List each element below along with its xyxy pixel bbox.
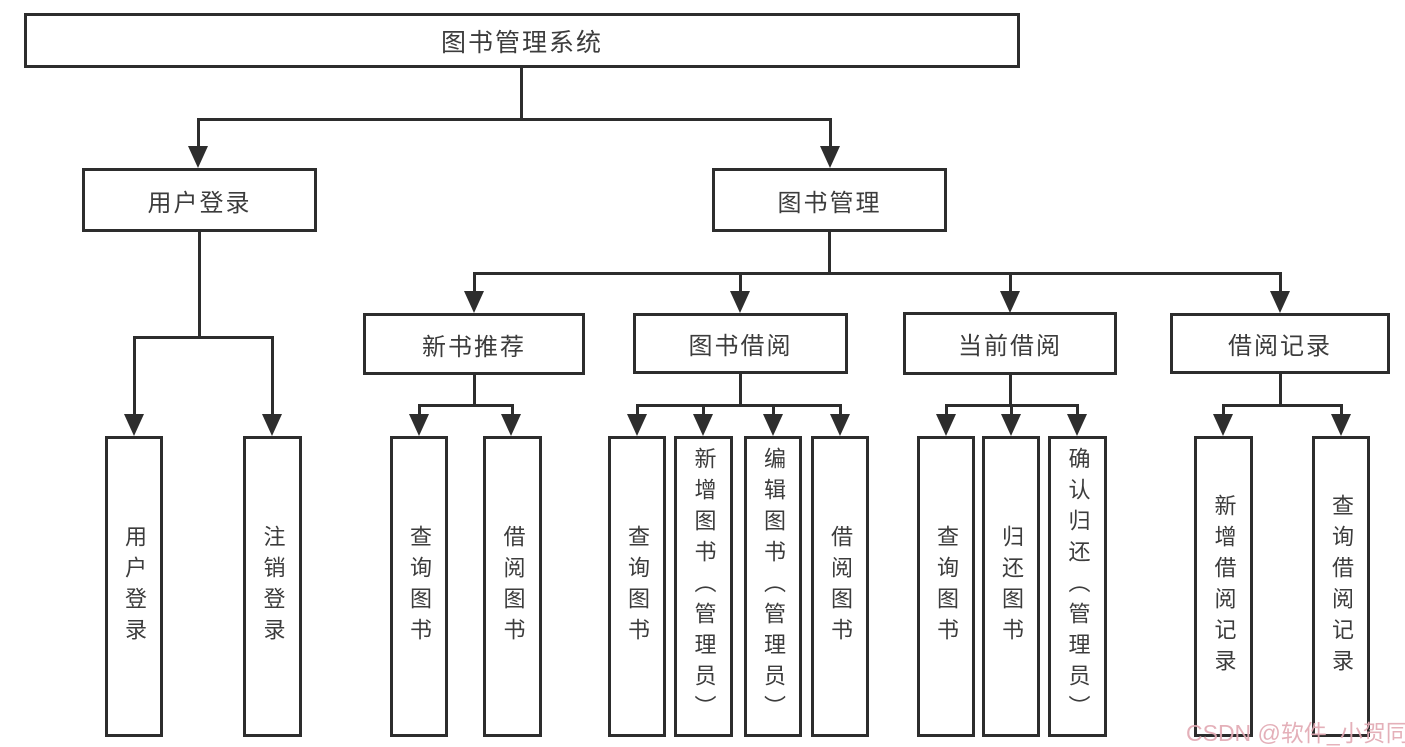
arrow-down-icon — [409, 414, 429, 436]
connector-line — [1009, 272, 1012, 293]
leaf-borrowing-query-books: 查询图书 — [608, 436, 666, 737]
arrow-down-icon — [627, 414, 647, 436]
connector-line — [520, 68, 523, 118]
leaf-add-books-admin-label: 新增图书（管理员） — [691, 447, 717, 726]
leaf-borrowing-query-books-label: 查询图书 — [625, 524, 650, 649]
arrow-down-icon — [936, 414, 956, 436]
connector-line — [271, 336, 274, 416]
connector-line — [636, 404, 842, 407]
connector-line — [772, 404, 775, 416]
node-user-login: 用户登录 — [82, 168, 317, 232]
connector-line — [636, 404, 639, 416]
connector-line — [473, 272, 1282, 275]
arrow-down-icon — [464, 291, 484, 313]
leaf-logout: 注销登录 — [243, 436, 302, 737]
connector-line — [473, 375, 476, 406]
arrow-down-icon — [693, 414, 713, 436]
connector-line — [739, 272, 742, 293]
arrow-down-icon — [730, 291, 750, 313]
node-borrow-records-label: 借阅记录 — [1228, 333, 1332, 360]
leaf-recommend-borrow-books-label: 借阅图书 — [500, 524, 526, 649]
leaf-confirm-return-admin: 确认归还（管理员） — [1048, 436, 1107, 737]
leaf-recommend-query-books: 查询图书 — [390, 436, 448, 737]
connector-line — [829, 118, 832, 148]
leaf-recommend-query-books-label: 查询图书 — [407, 524, 432, 649]
node-new-book-recommend-label: 新书推荐 — [422, 333, 526, 361]
leaf-edit-books-admin-label: 编辑图书（管理员） — [761, 447, 786, 726]
leaf-edit-books-admin: 编辑图书（管理员） — [744, 436, 802, 737]
node-book-management-label: 图书管理 — [777, 189, 882, 217]
leaf-borrowing-borrow-books-label: 借阅图书 — [828, 524, 853, 649]
node-root-label: 图书管理系统 — [440, 28, 603, 57]
arrow-down-icon — [188, 146, 208, 168]
leaf-user-login-label: 用户登录 — [122, 524, 147, 649]
arrow-down-icon — [820, 146, 840, 168]
connector-line — [133, 336, 136, 416]
node-root: 图书管理系统 — [24, 13, 1020, 68]
node-book-borrowing-label: 图书借阅 — [688, 333, 793, 360]
connector-line — [473, 272, 476, 293]
node-book-management: 图书管理 — [712, 168, 947, 232]
connector-line — [945, 404, 1079, 407]
node-book-borrowing: 图书借阅 — [633, 313, 848, 374]
arrow-down-icon — [1331, 414, 1351, 436]
arrow-down-icon — [1001, 414, 1021, 436]
leaf-recommend-borrow-books: 借阅图书 — [483, 436, 542, 737]
connector-line — [702, 404, 705, 416]
arrow-down-icon — [1213, 414, 1233, 436]
arrow-down-icon — [1270, 291, 1290, 313]
leaf-add-borrow-record: 新增借阅记录 — [1194, 436, 1253, 737]
connector-line — [418, 404, 514, 407]
leaf-current-query-books-label: 查询图书 — [934, 524, 959, 649]
connector-line — [739, 374, 742, 406]
node-user-login-label: 用户登录 — [147, 189, 252, 217]
connector-line — [1279, 374, 1282, 406]
connector-line — [133, 336, 274, 339]
arrow-down-icon — [262, 414, 282, 436]
connector-line — [1222, 404, 1343, 407]
connector-line — [839, 404, 842, 416]
connector-line — [197, 118, 200, 148]
leaf-return-books: 归还图书 — [982, 436, 1040, 737]
watermark: CSDN @软件_小贺同学 — [1186, 720, 1405, 746]
node-current-borrowing: 当前借阅 — [903, 312, 1117, 375]
connector-line — [1279, 272, 1282, 293]
arrow-down-icon — [1067, 414, 1087, 436]
connector-line — [1010, 404, 1013, 416]
connector-line — [1222, 404, 1225, 416]
connector-line — [1076, 404, 1079, 416]
arrow-down-icon — [1000, 291, 1020, 313]
node-current-borrowing-label: 当前借阅 — [958, 333, 1062, 360]
leaf-add-borrow-record-label: 新增借阅记录 — [1211, 493, 1237, 680]
connector-line — [828, 232, 831, 274]
leaf-logout-label: 注销登录 — [260, 524, 286, 649]
connector-line — [418, 404, 421, 416]
connector-line — [197, 118, 832, 121]
connector-line — [1009, 375, 1012, 406]
connector-line — [945, 404, 948, 416]
connector-line — [198, 232, 201, 337]
node-new-book-recommend: 新书推荐 — [363, 313, 585, 375]
leaf-query-borrow-record-label: 查询借阅记录 — [1329, 493, 1354, 680]
leaf-current-query-books: 查询图书 — [917, 436, 975, 737]
connector-line — [1340, 404, 1343, 416]
leaf-add-books-admin: 新增图书（管理员） — [674, 436, 733, 737]
leaf-borrowing-borrow-books: 借阅图书 — [811, 436, 869, 737]
leaf-query-borrow-record: 查询借阅记录 — [1312, 436, 1370, 737]
leaf-user-login: 用户登录 — [105, 436, 163, 737]
arrow-down-icon — [763, 414, 783, 436]
arrow-down-icon — [830, 414, 850, 436]
leaf-return-books-label: 归还图书 — [999, 524, 1024, 649]
arrow-down-icon — [124, 414, 144, 436]
node-borrow-records: 借阅记录 — [1170, 313, 1390, 374]
arrow-down-icon — [501, 414, 521, 436]
connector-line — [511, 404, 514, 416]
leaf-confirm-return-admin-label: 确认归还（管理员） — [1065, 447, 1091, 726]
